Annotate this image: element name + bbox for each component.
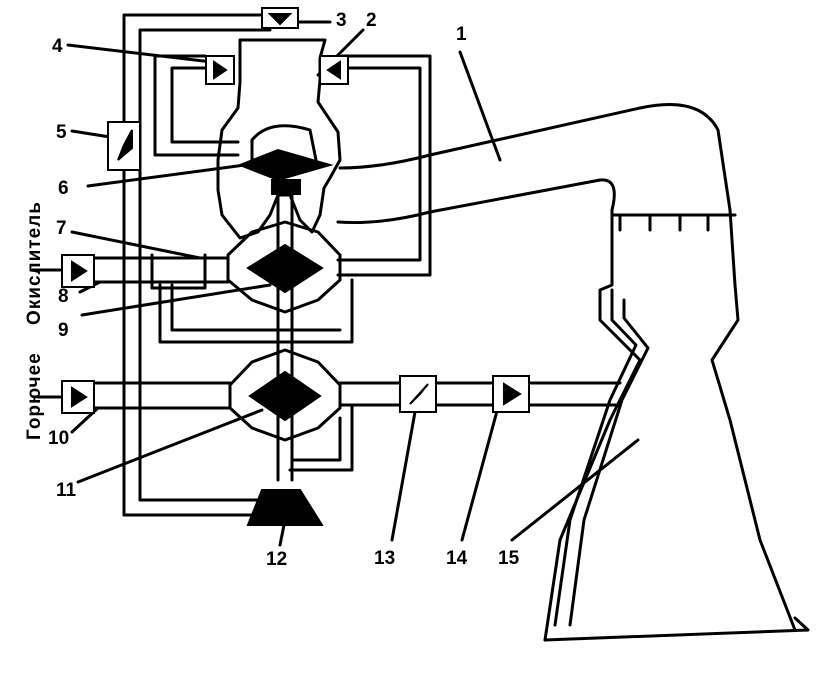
label-12: 12 [266,549,287,570]
oxidizer-pump-housing [226,220,342,314]
valve-4-right-triangle-icon [326,60,341,80]
label-8: 8 [58,286,69,307]
combustion-chamber [543,208,797,642]
oxidizer-inlet-valve-triangle-icon [71,260,88,282]
outer-feed-line [122,13,272,517]
oxidizer-side-label: Окислитель [24,201,45,325]
label-4: 4 [52,36,63,57]
fuel-impeller [248,370,322,422]
injector-head [610,213,737,232]
left-loop [153,54,240,157]
fuel-main-line [76,381,622,410]
leader-14 [460,398,502,542]
leader-6 [86,163,247,188]
exhaust-duct [336,103,732,225]
nozzle-exit [543,616,810,642]
leader-13 [390,410,417,542]
oxidizer-inlet-line [76,253,230,290]
label-10: 10 [48,428,69,449]
leader-11 [76,408,264,484]
leader-4 [66,43,214,64]
label-1: 1 [456,24,467,45]
leader-15 [510,438,640,542]
turbopump-shaft [276,193,294,482]
turbine-disc [237,148,334,182]
leader-5 [70,129,112,139]
label-2: 2 [366,10,377,31]
label-7: 7 [56,218,67,239]
label-5: 5 [56,122,67,143]
fuel-valve-13-diamond-icon [409,383,429,405]
label-11: 11 [56,480,77,501]
label-13: 13 [374,548,395,569]
fuel-side-label: Горючее [24,352,45,440]
fuel-pump-housing [228,348,342,442]
label-9: 9 [58,320,69,341]
nozzle-cooling-jacket [553,288,650,627]
fuel-valve-14-triangle-icon [503,382,522,406]
label-6: 6 [58,178,69,199]
label-14: 14 [446,548,468,569]
right-loop [336,54,432,277]
valve-4-left-triangle-icon [213,60,228,80]
leader-9 [80,283,272,317]
leader-7 [70,230,202,260]
turbine-flange [271,179,301,195]
lower-return-line [122,498,262,517]
starter-unit [246,489,324,526]
label-15: 15 [498,548,520,569]
gas-generator-inner-dome [250,124,318,162]
label-3: 3 [336,10,347,31]
leader-1 [458,50,502,162]
fuel-branch-down [288,403,354,472]
valve-3-triangle-icon [267,13,293,26]
oxidizer-impeller [246,243,324,294]
fuel-inlet-valve-triangle-icon [71,386,88,408]
regulator-valve-5-diamond-icon [117,129,133,161]
